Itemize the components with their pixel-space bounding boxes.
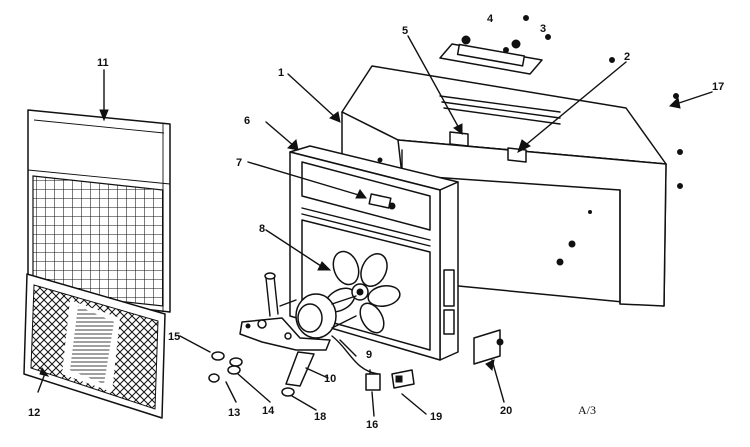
callout-9: 9 [366,349,372,361]
callout-16: 16 [366,419,378,431]
filter-panel [23,273,166,419]
callout-14: 14 [262,405,275,417]
callout-19: 19 [430,411,442,423]
grille-panel [27,109,171,313]
callout-17: 17 [712,81,724,93]
callout-1: 1 [278,67,284,79]
callout-4: 4 [487,13,494,25]
callout-5: 5 [402,25,408,37]
callout-8: 8 [259,223,265,235]
callout-labels: 1 2 3 4 5 6 7 8 9 10 11 12 13 14 15 16 1… [28,13,724,431]
motor-mount-bracket [239,317,331,387]
limit-switch [368,193,396,210]
capacitor [365,369,381,391]
callout-18: 18 [314,411,326,423]
callout-7: 7 [236,157,242,169]
callout-6: 6 [244,115,250,127]
callout-15: 15 [168,331,180,343]
terminal-block [391,369,415,389]
callout-10: 10 [324,373,336,385]
callout-12: 12 [28,407,40,419]
callout-2: 2 [624,51,630,63]
support-post [264,272,279,317]
callout-3: 3 [540,23,546,35]
sheet-label: A/3 [578,403,596,417]
screws-top [503,34,683,189]
callout-13: 13 [228,407,240,419]
hardware-nuts [208,323,295,397]
callout-11: 11 [97,57,109,69]
top-mounting-bracket [439,15,543,75]
callout-20: 20 [500,405,512,417]
leader-lines [37,35,713,417]
fan-motor [279,293,379,375]
mounting-plate [473,329,504,365]
